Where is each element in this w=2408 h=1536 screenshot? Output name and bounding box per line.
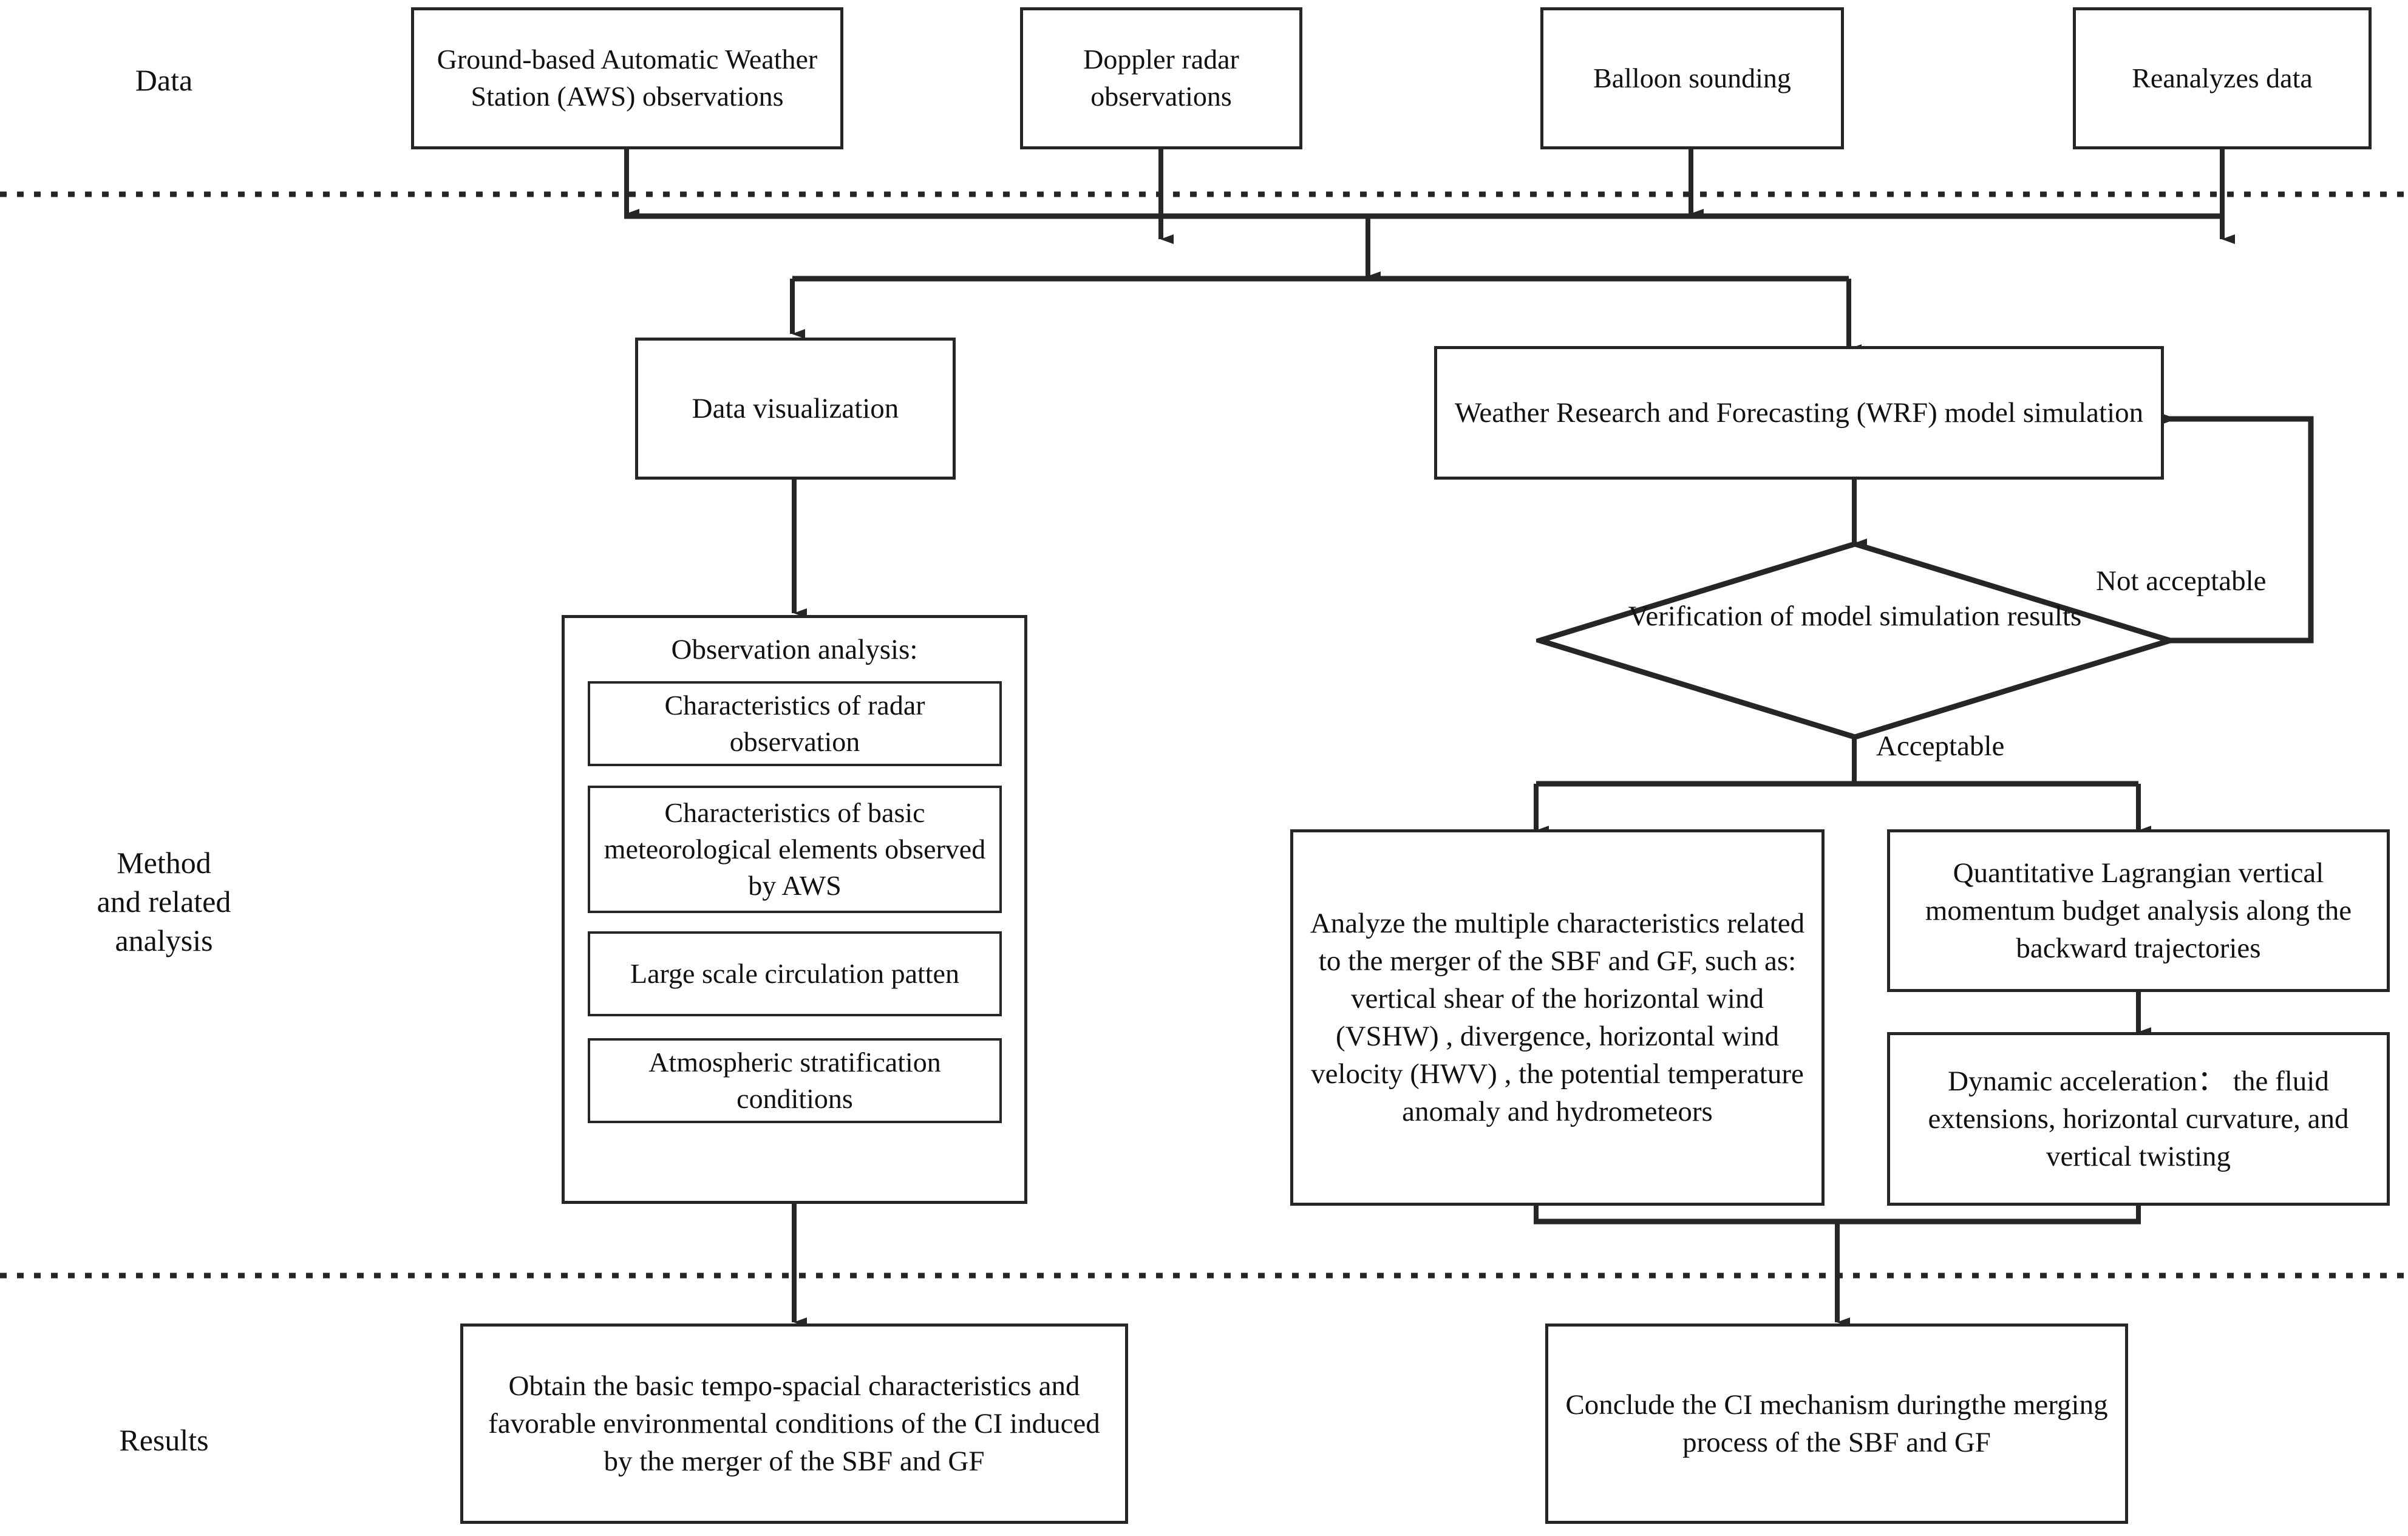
edge-label-acceptable-text: Acceptable	[1876, 730, 2005, 762]
node-lagrangian-budget[interactable]: Quantitative Lagrangian vertical momentu…	[1887, 829, 2390, 992]
node-result-mechanism-label: Conclude the CI mechanism duringthe merg…	[1565, 1388, 2108, 1458]
node-verification-label-wrap: Verification of model simulation results	[1536, 597, 2174, 635]
stage-label-method: Method and related analysis	[36, 804, 291, 960]
node-doppler-radar-label: Doppler radar observations	[1083, 44, 1239, 112]
node-circulation-pattern-label: Large scale circulation patten	[630, 958, 959, 990]
edge-label-not-acceptable: Not acceptable	[2096, 565, 2267, 597]
node-dynamic-acceleration-label: Dynamic acceleration： the fluid extensio…	[1928, 1065, 2349, 1173]
edge-label-acceptable: Acceptable	[1876, 730, 2004, 763]
node-result-observation[interactable]: Obtain the basic tempo-spacial character…	[460, 1324, 1128, 1524]
node-verification-diamond[interactable]: Verification of model simulation results	[1530, 540, 2180, 741]
stage-label-method-text: Method and related analysis	[97, 846, 231, 957]
node-aws-elements-label: Characteristics of basic meteorological …	[604, 797, 986, 901]
diamond-shape	[1530, 541, 2180, 740]
node-balloon-sounding[interactable]: Balloon sounding	[1540, 7, 1844, 149]
edge-label-not-acceptable-text: Not acceptable	[2096, 565, 2267, 597]
node-aws-elements[interactable]: Characteristics of basic meteorological …	[588, 786, 1002, 913]
node-circulation-pattern[interactable]: Large scale circulation patten	[588, 931, 1002, 1016]
node-reanalyzes-data[interactable]: Reanalyzes data	[2073, 7, 2372, 149]
node-analyze-characteristics-label: Analyze the multiple characteristics rel…	[1310, 907, 1805, 1128]
node-data-visualization[interactable]: Data visualization	[635, 338, 956, 480]
node-analyze-characteristics[interactable]: Analyze the multiple characteristics rel…	[1290, 829, 1825, 1206]
stage-label-results: Results	[36, 1421, 291, 1460]
node-result-observation-label: Obtain the basic tempo-spacial character…	[488, 1370, 1100, 1478]
node-stratification-conditions[interactable]: Atmospheric stratification conditions	[588, 1038, 1002, 1123]
stage-label-data: Data	[36, 61, 291, 100]
node-result-mechanism[interactable]: Conclude the CI mechanism duringthe merg…	[1545, 1324, 2128, 1524]
node-aws-observations-label: Ground-based Automatic Weather Station (…	[437, 44, 818, 112]
node-verification-label: Verification of model simulation results	[1628, 600, 2082, 632]
node-dynamic-acceleration[interactable]: Dynamic acceleration： the fluid extensio…	[1887, 1032, 2390, 1206]
node-lagrangian-budget-label: Quantitative Lagrangian vertical momentu…	[1925, 857, 2352, 965]
node-wrf-simulation-label: Weather Research and Forecasting (WRF) m…	[1454, 396, 2144, 429]
stage-label-data-text: Data	[135, 63, 193, 97]
node-balloon-sounding-label: Balloon sounding	[1593, 62, 1791, 93]
node-reanalyzes-data-label: Reanalyzes data	[2132, 62, 2313, 93]
node-radar-characteristics-label: Characteristics of radar observation	[664, 690, 925, 757]
node-wrf-simulation[interactable]: Weather Research and Forecasting (WRF) m…	[1434, 346, 2164, 480]
panel-observation-analysis-heading: Observation analysis:	[562, 633, 1027, 666]
node-data-visualization-label: Data visualization	[692, 392, 899, 424]
panel-observation-analysis-heading-text: Observation analysis:	[671, 634, 918, 665]
node-doppler-radar[interactable]: Doppler radar observations	[1020, 7, 1302, 149]
stage-label-results-text: Results	[119, 1423, 209, 1457]
node-aws-observations[interactable]: Ground-based Automatic Weather Station (…	[411, 7, 843, 149]
node-stratification-conditions-label: Atmospheric stratification conditions	[648, 1047, 941, 1114]
node-radar-characteristics[interactable]: Characteristics of radar observation	[588, 681, 1002, 766]
